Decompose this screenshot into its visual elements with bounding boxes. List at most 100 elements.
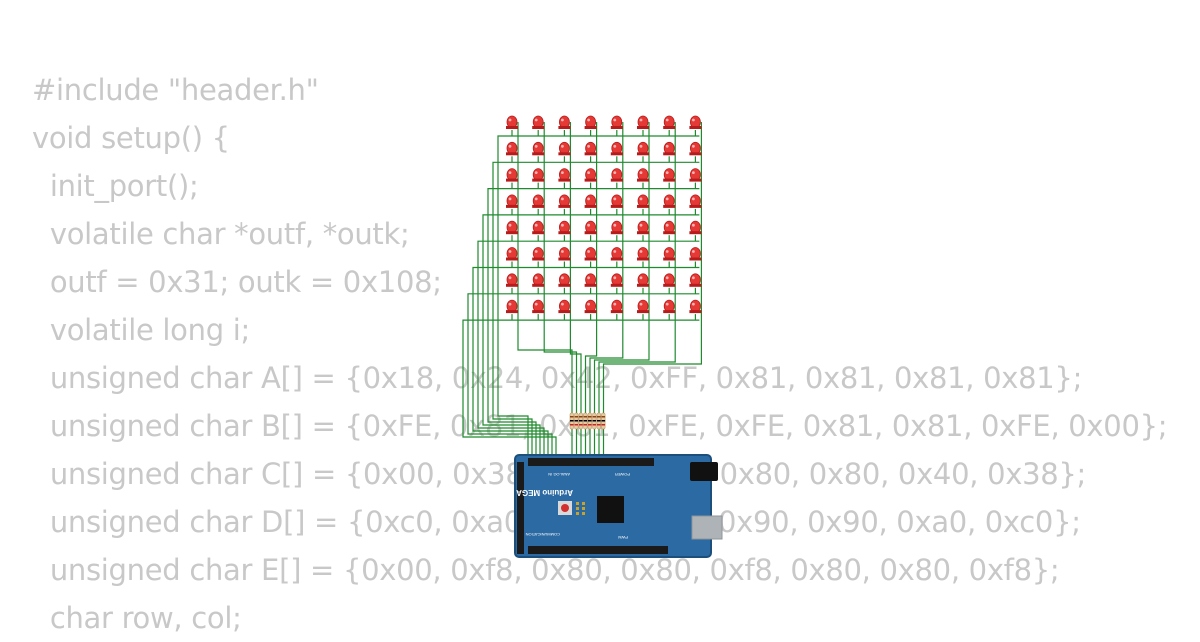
led-base (532, 204, 545, 208)
led-highlight (561, 118, 564, 122)
code-line: volatile long i; (32, 313, 250, 347)
led-highlight (613, 171, 617, 175)
led-base (584, 126, 597, 129)
row-wire (497, 135, 700, 458)
led-highlight (587, 302, 590, 306)
led-highlight (587, 118, 590, 122)
led-base (637, 310, 649, 314)
led-highlight (587, 250, 590, 253)
led-highlight (561, 302, 564, 306)
led-base (506, 310, 518, 314)
led-base (558, 204, 571, 208)
row-wire (477, 240, 700, 458)
led-base (584, 231, 597, 235)
led-highlight (692, 144, 695, 148)
led-base (558, 231, 571, 235)
led-base (532, 152, 545, 156)
led-highlight (508, 144, 512, 148)
led-base (637, 152, 649, 156)
led-base (610, 283, 623, 287)
arduino-mega-board: ANALOG IN POWER Arduino MEGA COMMUNICATI… (514, 454, 723, 558)
reset-button[interactable] (561, 504, 569, 512)
led-highlight (639, 276, 643, 280)
led-highlight (508, 302, 512, 306)
led-highlight (587, 144, 590, 148)
code-line: #include "header.h" (32, 73, 319, 107)
led-highlight (665, 171, 669, 175)
led-base (558, 257, 571, 261)
led-highlight (665, 250, 669, 253)
resistor-band (588, 424, 592, 426)
led-base (506, 283, 518, 287)
row-wire (472, 266, 700, 458)
header-bottom (528, 546, 668, 554)
led-highlight (692, 276, 695, 280)
led-highlight (613, 223, 617, 227)
led-base (584, 152, 597, 156)
led-highlight (587, 276, 590, 280)
resistor-band (601, 416, 606, 418)
resistor-band (597, 416, 601, 418)
resistor-band (583, 420, 588, 422)
led-base (558, 126, 571, 129)
led-base (506, 152, 518, 156)
led-base (558, 152, 571, 156)
resistor-band (579, 420, 583, 422)
mcu-chip (597, 496, 624, 523)
resistor-array (569, 412, 606, 430)
resistor-band (574, 424, 579, 426)
led-base (610, 152, 623, 156)
led-highlight (587, 197, 590, 201)
led-highlight (665, 118, 669, 122)
led-highlight (692, 118, 695, 122)
led-base (689, 178, 702, 182)
led-highlight (561, 197, 564, 201)
icsp-header (576, 502, 585, 515)
led-highlight (613, 276, 617, 280)
code-line: volatile char *outf, *outk; (32, 217, 410, 251)
led-highlight (613, 302, 617, 306)
led-base (637, 178, 649, 182)
resistor-band (570, 424, 574, 426)
led-highlight (561, 250, 564, 253)
led-base (663, 310, 676, 314)
led-highlight (561, 171, 564, 175)
led-base (584, 178, 597, 182)
led-highlight (534, 276, 538, 280)
led-highlight (613, 144, 617, 148)
resistor-band (601, 420, 606, 422)
led-highlight (639, 118, 643, 122)
header-label-pwm: PWM (618, 535, 628, 540)
header-label-power: POWER (615, 472, 630, 477)
code-line: unsigned char B[] = {0xFE, 0x81, 0x81, 0… (49, 409, 1168, 443)
led-highlight (534, 302, 538, 306)
led-highlight (508, 118, 512, 122)
led-highlight (561, 276, 564, 280)
led-base (663, 257, 676, 261)
led-base (610, 126, 623, 129)
led-base (663, 204, 676, 208)
column-wire (598, 122, 676, 458)
led-highlight (613, 250, 617, 253)
power-jack (690, 462, 718, 481)
resistor-band (588, 420, 592, 422)
led-base (689, 310, 702, 314)
led-highlight (665, 223, 669, 227)
led-highlight (561, 144, 564, 148)
led-highlight (613, 197, 617, 201)
resistor-band (570, 420, 574, 422)
header-top-right (612, 458, 654, 466)
led-base (610, 231, 623, 235)
led-base (532, 310, 545, 314)
row-wire (462, 319, 700, 458)
led-highlight (639, 197, 643, 201)
led-base (584, 283, 597, 287)
led-base (610, 257, 623, 261)
led-base (689, 204, 702, 208)
led-highlight (508, 276, 512, 280)
led-highlight (665, 144, 669, 148)
resistor-band (592, 424, 597, 426)
resistor-band (601, 424, 606, 426)
led-base (532, 178, 545, 182)
